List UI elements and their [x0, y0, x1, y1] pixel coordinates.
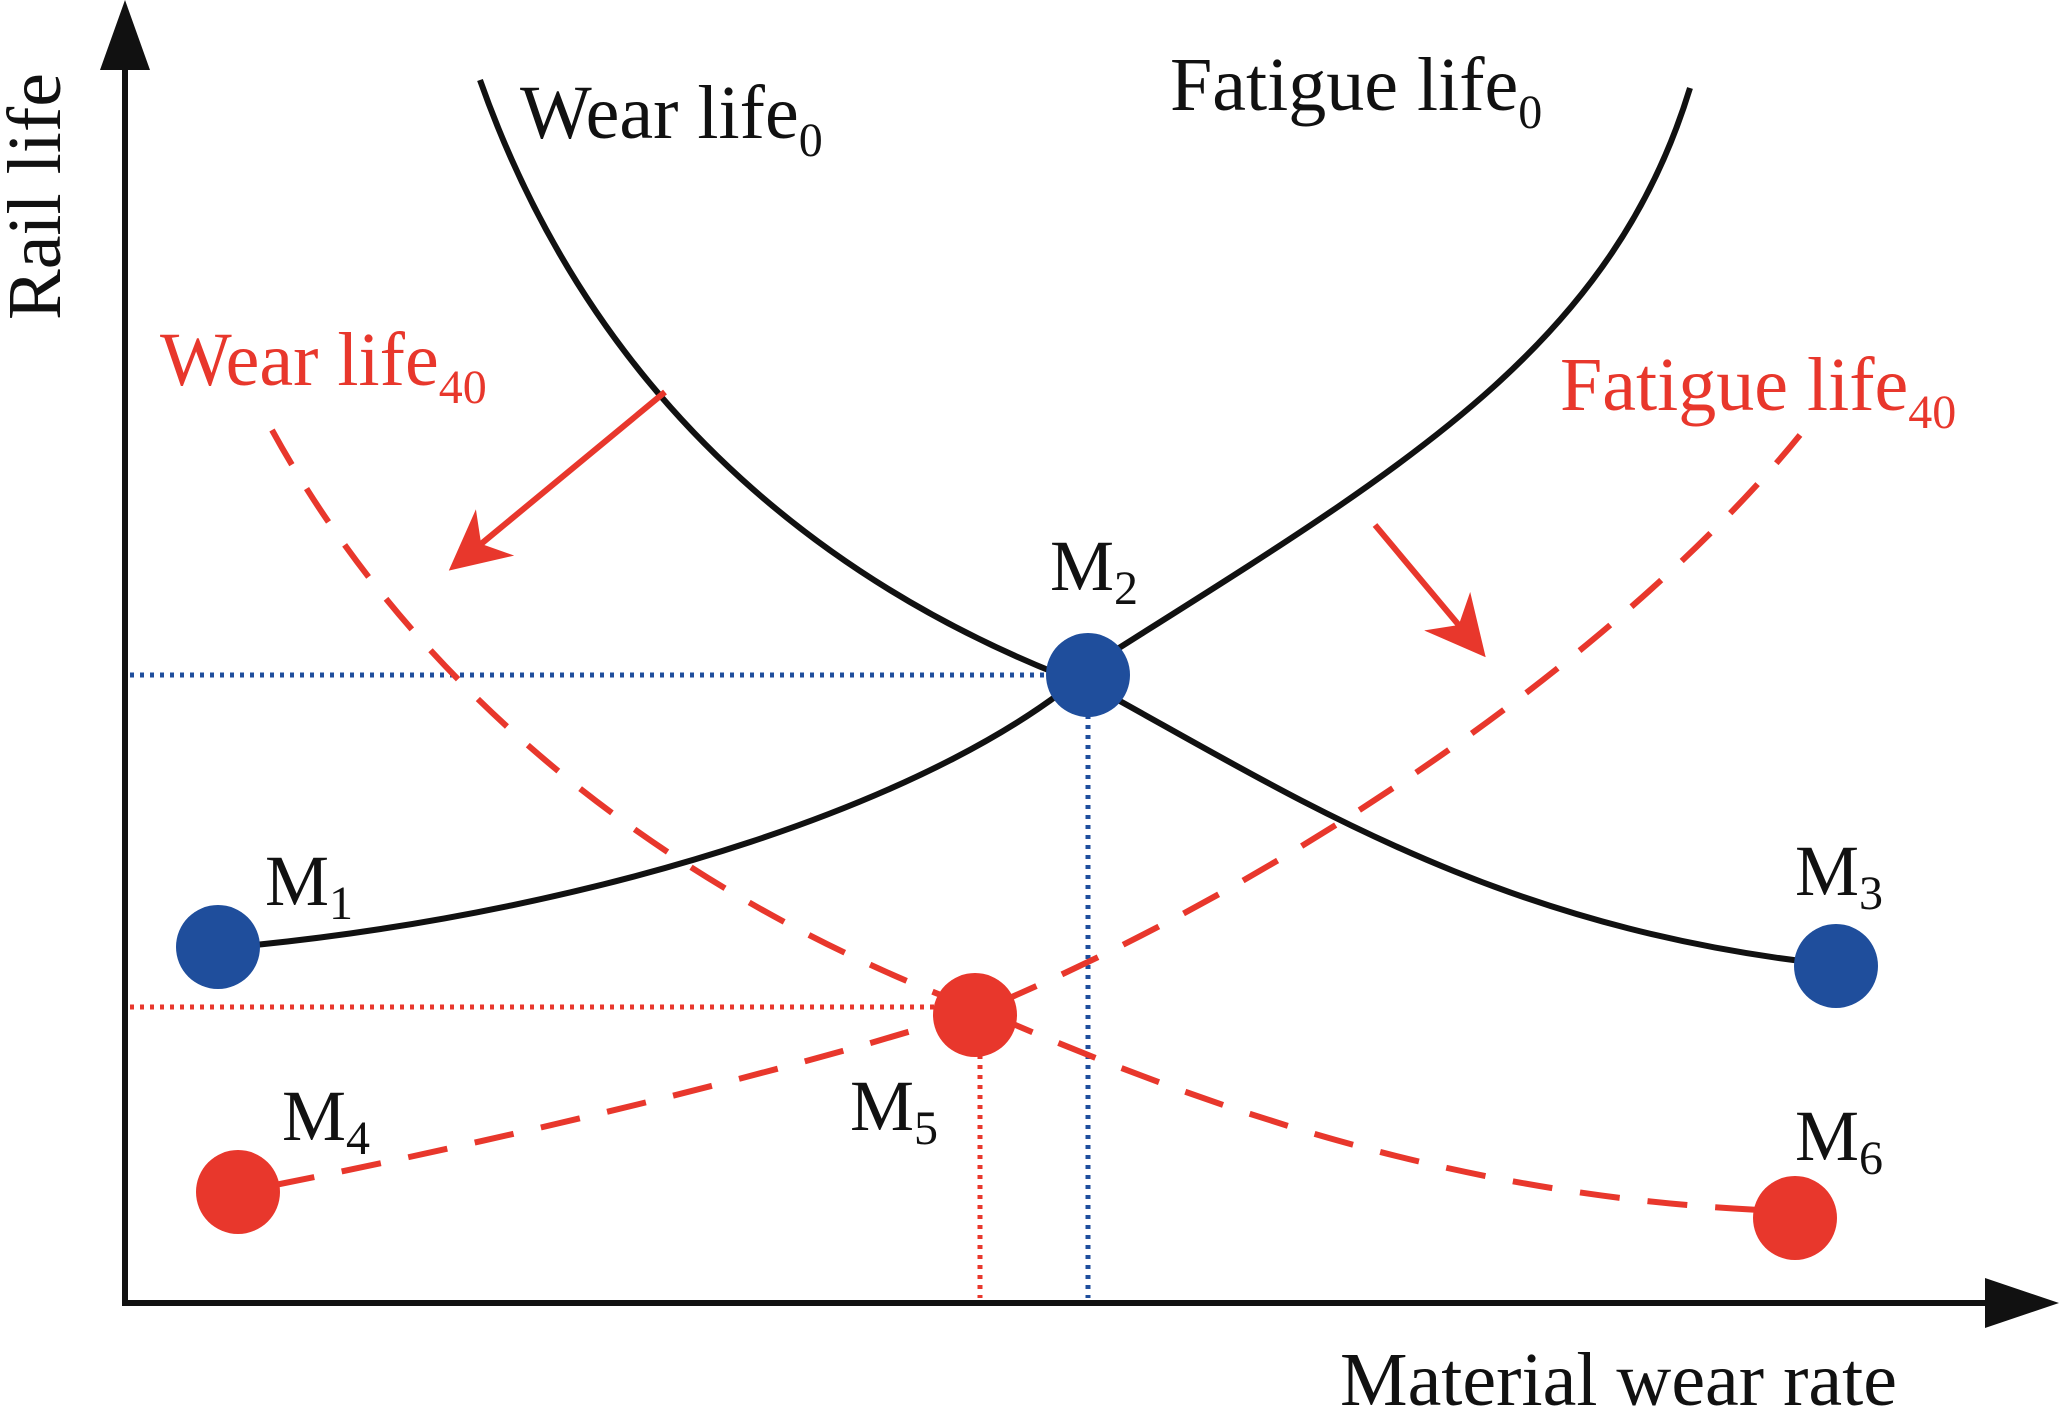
label-m2: M2: [1050, 526, 1138, 615]
point-m5: [933, 973, 1017, 1057]
point-m4: [196, 1150, 280, 1234]
point-m6: [1753, 1176, 1837, 1260]
label-fatigue-life-0: Fatigue life0: [1170, 43, 1542, 139]
fatigue-life-40-curve: [274, 433, 1803, 1188]
label-fatigue-life-40: Fatigue life40: [1560, 343, 1956, 439]
point-m1: [176, 905, 260, 989]
label-m4: M4: [282, 1076, 370, 1165]
wear-life-40-curve: [269, 428, 1761, 1213]
point-m2: [1046, 633, 1130, 717]
label-m5: M5: [850, 1066, 938, 1155]
label-wear-life-0: Wear life0: [520, 71, 823, 167]
point-m3: [1794, 924, 1878, 1008]
x-axis-arrowhead: [1985, 1278, 2059, 1328]
y-axis: [100, 0, 150, 1305]
wear-life-shift-arrow: [448, 389, 667, 571]
y-axis-arrowhead: [100, 0, 150, 70]
y-axis-label: Rail life: [0, 73, 77, 320]
label-m1: M1: [265, 841, 353, 930]
label-wear-life-40: Wear life40: [160, 318, 487, 414]
wear-life-0-curve: [477, 79, 1836, 968]
x-axis-label: Material wear rate: [1340, 1338, 1897, 1415]
x-axis: [122, 1278, 2059, 1328]
fatigue-life-shift-arrow: [1372, 523, 1486, 658]
label-m3: M3: [1795, 831, 1883, 920]
label-m6: M6: [1795, 1096, 1883, 1185]
fatigue-life-0-curve: [254, 87, 1693, 948]
